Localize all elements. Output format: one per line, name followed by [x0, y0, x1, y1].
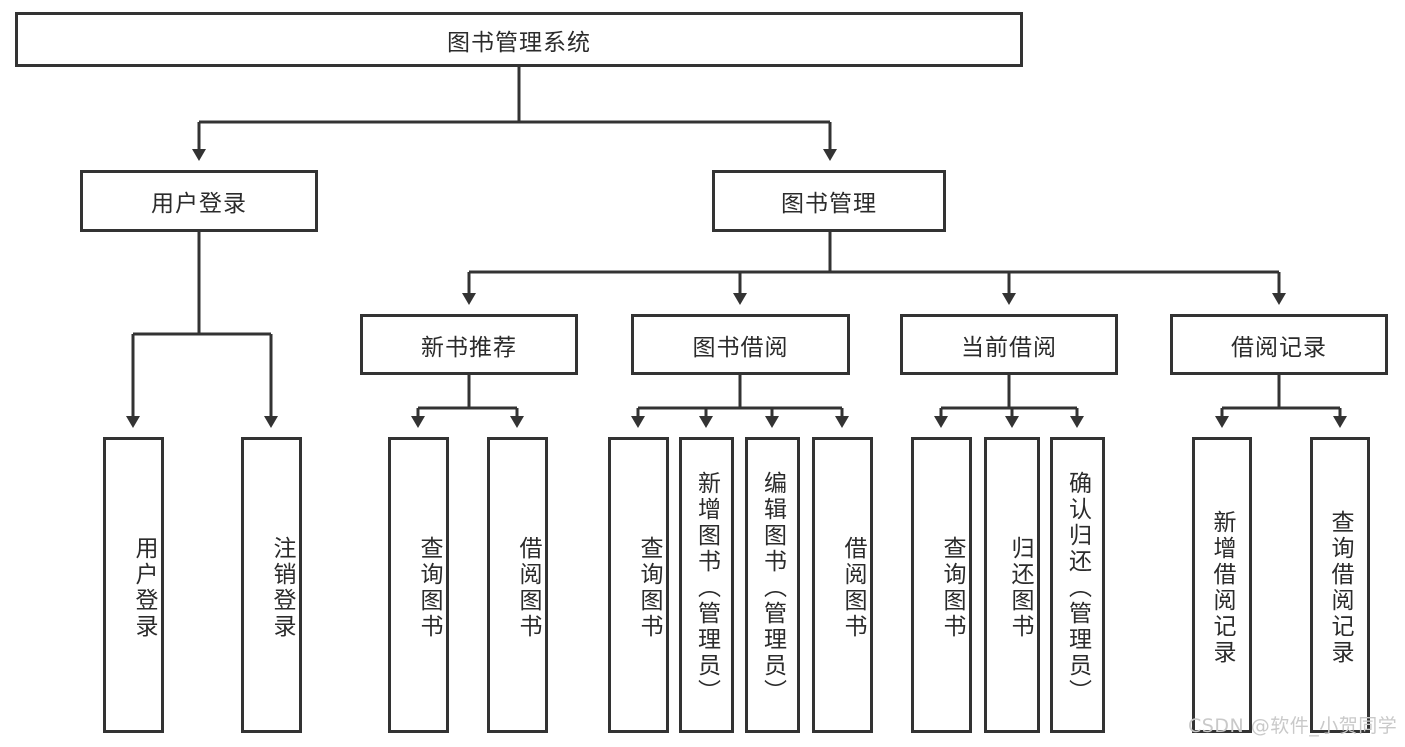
node-leaf-logout-label: 注销登录 [269, 536, 295, 640]
node-leaf-user-login[interactable]: 用户登录 [103, 437, 164, 733]
node-book-management-label: 图书管理 [781, 191, 877, 217]
node-new-book-recommend[interactable]: 新书推荐 [360, 314, 578, 375]
node-leaf-query-book-3[interactable]: 查询图书 [911, 437, 972, 733]
node-leaf-query-book-1-label: 查询图书 [416, 536, 442, 640]
node-leaf-borrow-book-2-label: 借阅图书 [840, 536, 866, 640]
node-leaf-confirm-return-label: 确认归还（管理员） [1064, 471, 1091, 705]
node-leaf-user-login-label: 用户登录 [131, 536, 157, 640]
node-leaf-add-borrow-record-label: 新增借阅记录 [1209, 510, 1235, 666]
node-leaf-borrow-book-1-label: 借阅图书 [515, 536, 541, 640]
node-root[interactable]: 图书管理系统 [15, 12, 1023, 67]
node-book-management[interactable]: 图书管理 [712, 170, 946, 232]
node-user-login-label: 用户登录 [151, 191, 247, 217]
node-leaf-query-borrow-record[interactable]: 查询借阅记录 [1310, 437, 1370, 733]
node-leaf-borrow-book-2[interactable]: 借阅图书 [812, 437, 873, 733]
node-leaf-add-book[interactable]: 新增图书（管理员） [679, 437, 734, 733]
node-book-borrow-label: 图书借阅 [692, 334, 789, 361]
node-leaf-query-book-2-label: 查询图书 [636, 536, 662, 640]
node-user-login[interactable]: 用户登录 [80, 170, 318, 232]
node-leaf-return-book-label: 归还图书 [1007, 536, 1033, 640]
node-leaf-query-book-2[interactable]: 查询图书 [608, 437, 669, 733]
node-leaf-edit-book-label: 编辑图书（管理员） [759, 471, 786, 705]
node-leaf-query-book-3-label: 查询图书 [939, 536, 965, 640]
node-current-borrow[interactable]: 当前借阅 [900, 314, 1118, 375]
node-current-borrow-label: 当前借阅 [961, 334, 1057, 361]
node-borrow-record[interactable]: 借阅记录 [1170, 314, 1388, 375]
node-new-book-recommend-label: 新书推荐 [421, 334, 517, 361]
node-leaf-query-book-1[interactable]: 查询图书 [388, 437, 449, 733]
node-leaf-logout[interactable]: 注销登录 [241, 437, 302, 733]
node-leaf-add-book-label: 新增图书（管理员） [693, 471, 720, 705]
node-root-label: 图书管理系统 [447, 29, 591, 56]
node-leaf-borrow-book-1[interactable]: 借阅图书 [487, 437, 548, 733]
node-leaf-return-book[interactable]: 归还图书 [984, 437, 1040, 733]
node-leaf-edit-book[interactable]: 编辑图书（管理员） [745, 437, 800, 733]
node-leaf-add-borrow-record[interactable]: 新增借阅记录 [1192, 437, 1252, 733]
node-leaf-query-borrow-record-label: 查询借阅记录 [1327, 510, 1353, 666]
csdn-watermark: CSDN @软件_小贺同学 [1188, 715, 1398, 737]
node-book-borrow[interactable]: 图书借阅 [631, 314, 850, 375]
node-borrow-record-label: 借阅记录 [1231, 334, 1327, 361]
node-leaf-confirm-return[interactable]: 确认归还（管理员） [1050, 437, 1105, 733]
